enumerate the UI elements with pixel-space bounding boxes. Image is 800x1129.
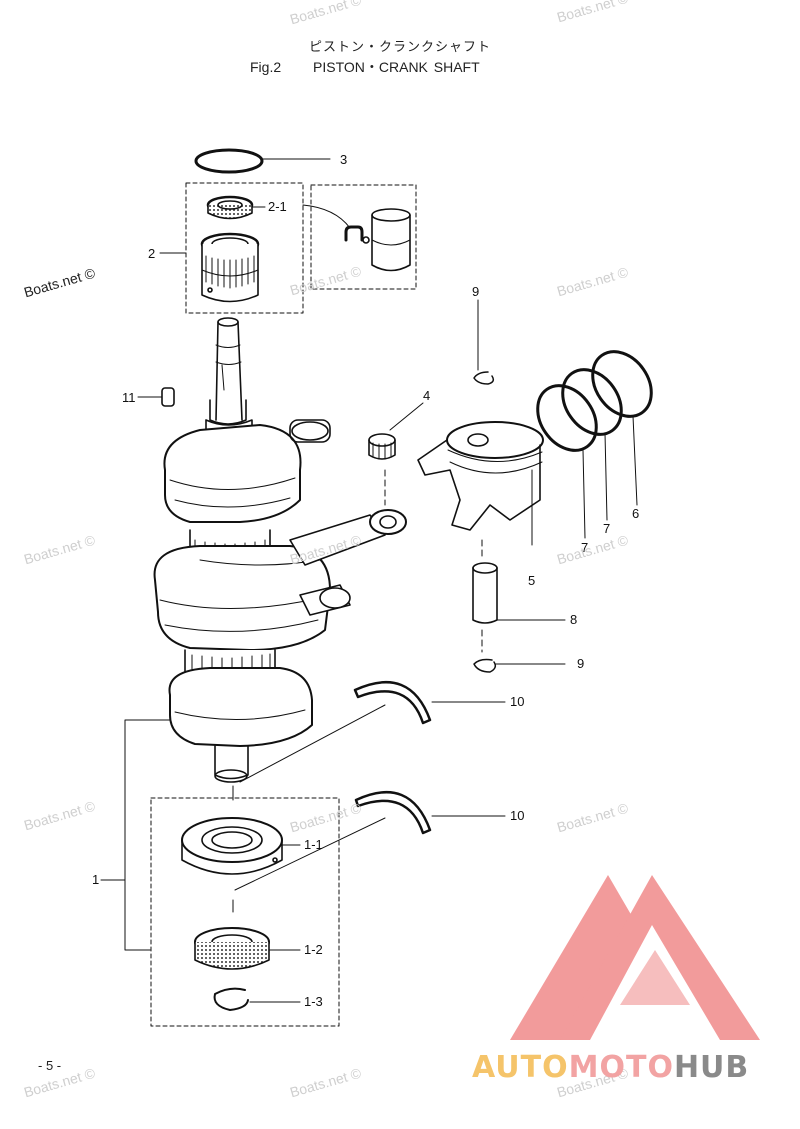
piston-rings xyxy=(536,350,653,539)
callout-2: 2 xyxy=(148,246,155,261)
callout-7-right: 7 xyxy=(603,521,610,536)
circlip-part-1-3 xyxy=(213,987,301,1011)
callout-10-lower: 10 xyxy=(510,808,524,823)
callout-7-left: 7 xyxy=(581,540,588,555)
callout-10-upper: 10 xyxy=(510,694,524,709)
callout-3: 3 xyxy=(340,152,347,167)
brand-logo-icon xyxy=(510,875,760,1040)
callout-4: 4 xyxy=(423,388,430,403)
callout-1-3: 1-3 xyxy=(304,994,323,1009)
needle-bearing-part-4 xyxy=(368,402,424,506)
figure-title-english: PISTON・CRANK SHAFT xyxy=(313,59,480,75)
connecting-rod xyxy=(289,509,407,616)
oil-seal-part-1-2 xyxy=(194,927,301,970)
callout-6: 6 xyxy=(632,506,639,521)
callout-2-1: 2-1 xyxy=(268,199,287,214)
inset-detail xyxy=(302,204,411,272)
brand-part-moto: MOTO xyxy=(568,1050,674,1085)
bearing-group-2-box xyxy=(185,182,304,314)
circlip-part-9-upper xyxy=(473,299,495,385)
callout-11: 11 xyxy=(122,390,136,405)
oil-seal-part-2-1 xyxy=(206,195,266,220)
thrust-washer-part-10-upper xyxy=(239,681,506,783)
callout-9-lower: 9 xyxy=(577,656,584,671)
figure-number: Fig.2 xyxy=(250,59,282,75)
callout-1: 1 xyxy=(92,872,99,887)
inset-detail-box xyxy=(310,184,417,290)
callout-9-upper: 9 xyxy=(472,284,479,299)
figure-title: Fig.2 PISTON・CRANK SHAFT xyxy=(250,57,480,77)
callout-8: 8 xyxy=(570,612,577,627)
crankshaft-part-1 xyxy=(100,317,331,951)
ball-bearing-part-1-1 xyxy=(181,817,301,875)
brand-part-hub: HUB xyxy=(673,1050,750,1085)
callout-1-2: 1-2 xyxy=(304,942,323,957)
piston-pin-part-8 xyxy=(472,539,566,653)
bearing-group-1-box xyxy=(150,797,340,1027)
page-number: - 5 - xyxy=(38,1058,62,1073)
thrust-washer-part-10-lower xyxy=(232,785,506,913)
bearing-part-2 xyxy=(159,232,260,303)
piston-part-5 xyxy=(417,421,544,546)
o-ring-part-3 xyxy=(194,148,331,174)
brand-wordmark: AUTOMOTOHUB xyxy=(472,1050,749,1085)
brand-part-auto: AUTO xyxy=(472,1050,569,1085)
woodruff-key-part-11 xyxy=(137,387,175,407)
callout-1-1: 1-1 xyxy=(304,837,323,852)
circlip-part-9-lower xyxy=(473,658,566,673)
callout-5: 5 xyxy=(528,573,535,588)
title-japanese: ピストン・クランクシャフト xyxy=(308,40,491,55)
